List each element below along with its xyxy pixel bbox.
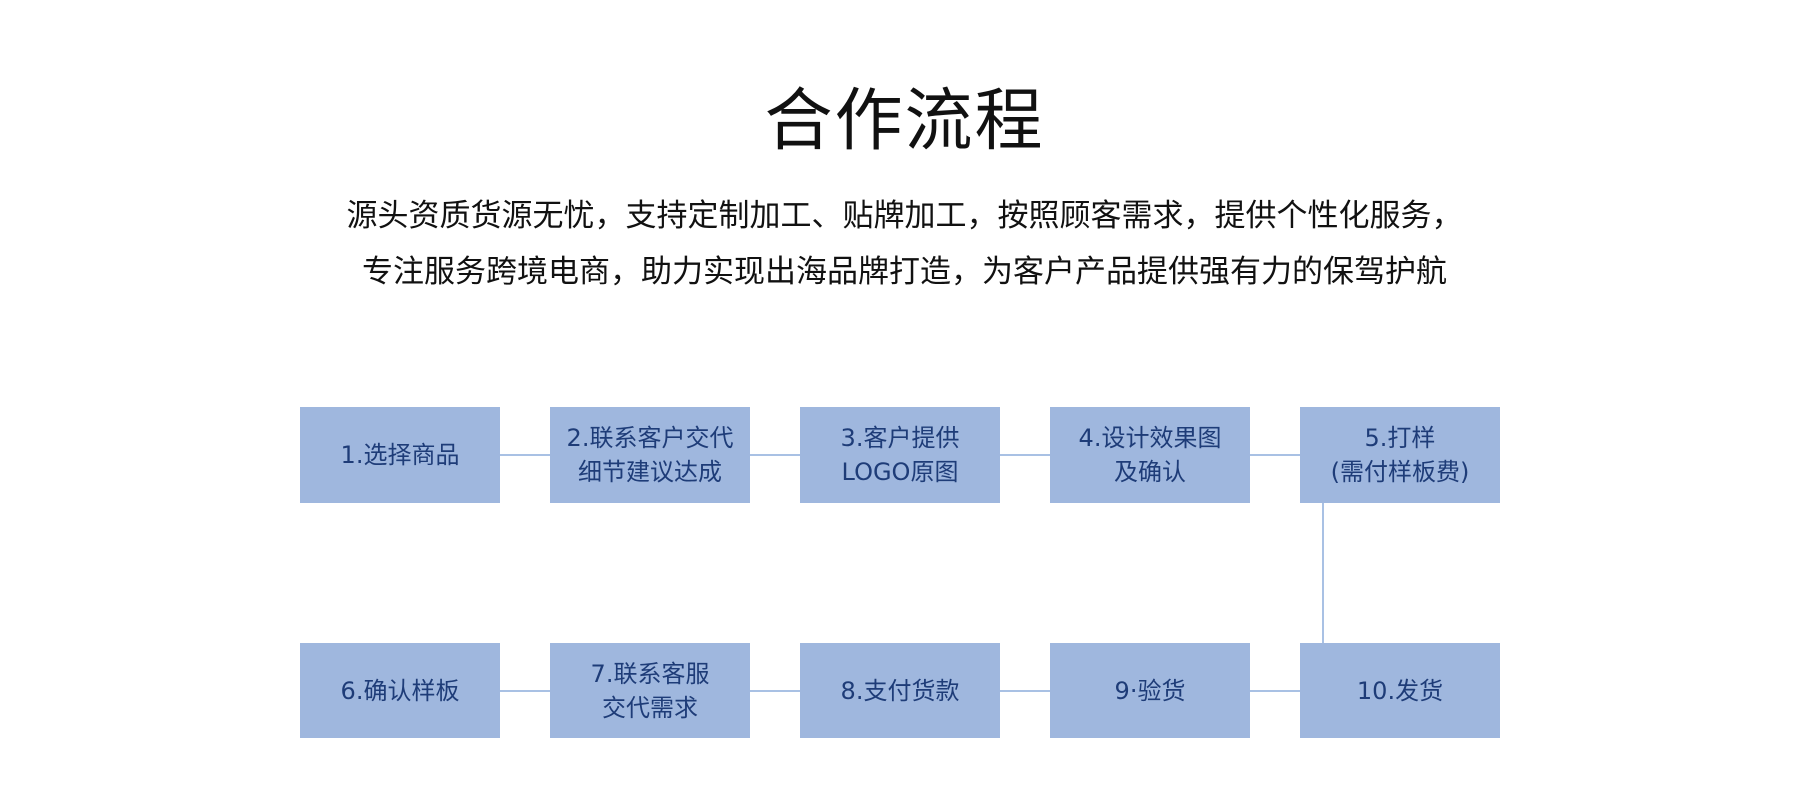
flow-row-2: 6.确认样板 7.联系客服 交代需求 8.支付货款 9·验货 10.发货: [300, 643, 1500, 738]
connector-step3-step4: [1000, 454, 1050, 456]
step-label-1: 1.选择商品: [340, 441, 460, 469]
step-box-2: 2.联系客户交代 细节建议达成: [550, 407, 750, 503]
step-label-7: 7.联系客服 交代需求: [590, 659, 710, 722]
step-label-4: 4.设计效果图 及确认: [1078, 424, 1222, 486]
step-label-3: 3.客户提供 LOGO原图: [840, 424, 960, 486]
connector-step1-step2: [500, 454, 550, 456]
connector-step4-step5: [1250, 454, 1300, 456]
step-box-4: 4.设计效果图 及确认: [1050, 407, 1250, 503]
step-box-9: 9·验货: [1050, 643, 1250, 738]
step-box-6: 6.确认样板: [300, 643, 500, 738]
step-label-2: 2.联系客户交代 细节建议达成: [566, 424, 734, 486]
step-box-5: 5.打样 (需付样板费): [1300, 407, 1500, 503]
connector-step7-step8: [750, 689, 800, 692]
process-flowchart: 1.选择商品 2.联系客户交代 细节建议达成 3.客户提供 LOGO原图 4.设…: [300, 407, 1500, 738]
step-box-3: 3.客户提供 LOGO原图: [800, 407, 1000, 503]
page-title: 合作流程: [764, 82, 1045, 161]
step-label-5: 5.打样 (需付样板费): [1330, 424, 1470, 486]
connector-step9-step10: [1250, 689, 1300, 692]
connector-step2-step3: [750, 454, 800, 456]
step-box-7: 7.联系客服 交代需求: [550, 643, 750, 738]
subtitle: 源头资质货源无忧，支持定制加工、贴牌加工，按照顾客需求，提供个性化服务， 专注服…: [0, 188, 1809, 300]
step-label-6: 6.确认样板: [340, 676, 460, 705]
connector-step5-step10: [1322, 503, 1324, 643]
flow-row-1: 1.选择商品 2.联系客户交代 细节建议达成 3.客户提供 LOGO原图 4.设…: [300, 407, 1500, 503]
step-box-8: 8.支付货款: [800, 643, 1000, 738]
step-box-10: 10.发货: [1300, 643, 1500, 738]
subtitle-line-1: 源头资质货源无忧，支持定制加工、贴牌加工，按照顾客需求，提供个性化服务，: [346, 198, 1463, 234]
step-label-10: 10.发货: [1356, 676, 1444, 705]
connector-step8-step9: [1000, 689, 1050, 692]
subtitle-line-2: 专注服务跨境电商，助力实现出海品牌打造，为客户产品提供强有力的保驾护航: [362, 254, 1447, 290]
step-label-9: 9·验货: [1114, 676, 1186, 705]
step-label-8: 8.支付货款: [840, 676, 960, 705]
connector-step6-step7: [500, 689, 550, 692]
step-box-1: 1.选择商品: [300, 407, 500, 503]
